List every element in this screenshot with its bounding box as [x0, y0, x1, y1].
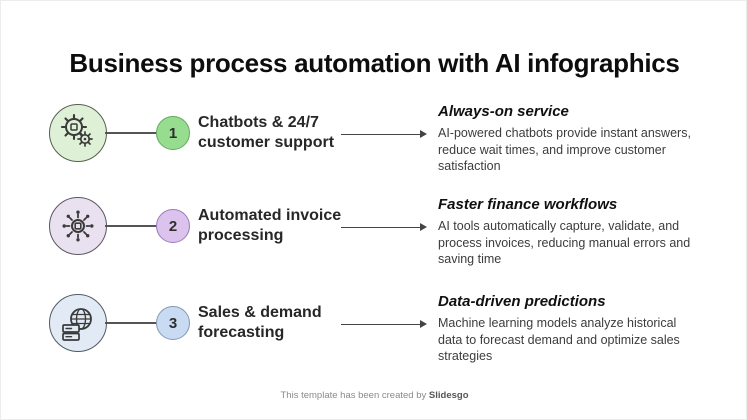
gears-icon	[58, 113, 98, 153]
icon-circle	[49, 294, 107, 352]
process-row-invoices: 2 Automated invoice processing Faster fi…	[1, 181, 746, 271]
icon-circle	[49, 197, 107, 255]
process-row-chatbots: 1 Chatbots & 24/7 customer support Alway…	[1, 88, 746, 178]
step-detail: Faster finance workflows AI tools automa…	[438, 196, 708, 268]
step-number-badge: 2	[156, 209, 190, 243]
step-title: Automated invoice processing	[198, 207, 342, 244]
detail-heading: Faster finance workflows	[438, 196, 618, 213]
globe-commerce-icon	[58, 303, 98, 343]
process-row-forecasting: 3 Sales & demand forecasting Data-driven…	[1, 278, 746, 368]
footer-brand: Slidesgo	[428, 390, 469, 401]
detail-description: AI tools automatically capture, validate…	[438, 219, 691, 267]
step-title: Sales & demand forecasting	[198, 304, 322, 341]
detail-description: AI-powered chatbots provide instant answ…	[438, 126, 691, 174]
detail-description: Machine learning models analyze historic…	[438, 316, 680, 364]
connector-line	[105, 225, 157, 227]
connector-line	[105, 322, 157, 324]
automation-hub-icon	[58, 206, 98, 246]
step-number-badge: 3	[156, 306, 190, 340]
step-detail: Always-on service AI-powered chatbots pr…	[438, 103, 708, 175]
detail-heading: Always-on service	[438, 103, 569, 120]
step-number-badge: 1	[156, 116, 190, 150]
step-detail: Data-driven predictions Machine learning…	[438, 293, 708, 365]
footer-text: This template has been created by	[280, 390, 429, 401]
step-title: Chatbots & 24/7 customer support	[198, 114, 335, 151]
connector-line	[105, 132, 157, 134]
detail-heading: Data-driven predictions	[438, 293, 606, 310]
page-title: Business process automation with AI info…	[69, 48, 680, 79]
footer-credit: This template has been created by Slides…	[1, 390, 746, 401]
icon-circle	[49, 104, 107, 162]
